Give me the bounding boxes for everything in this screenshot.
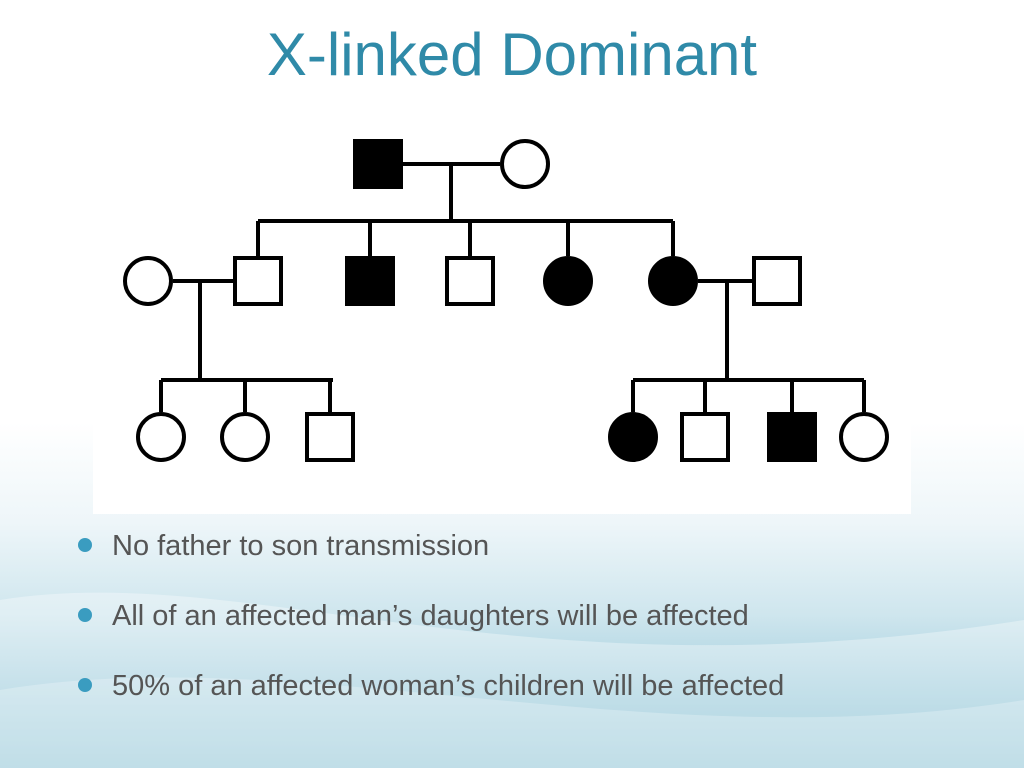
unaffected-male-symbol [752,256,802,306]
unaffected-male-symbol [680,412,730,462]
unaffected-female-symbol [839,412,889,462]
affected-female-symbol [543,256,593,306]
bullet-dot-icon [78,678,92,692]
pedigree-diagram [93,104,911,514]
bullet-item: 50% of an affected woman’s children will… [78,667,978,737]
bullet-dot-icon [78,538,92,552]
bullet-text: All of an affected man’s daughters will … [112,600,749,632]
bullet-text: 50% of an affected woman’s children will… [112,670,785,702]
bullet-list: No father to son transmission All of an … [78,527,978,737]
affected-male-symbol [767,412,817,462]
unaffected-male-symbol [233,256,283,306]
unaffected-female-symbol [220,412,270,462]
unaffected-female-symbol [123,256,173,306]
unaffected-male-symbol [445,256,495,306]
pedigree-chart [123,139,889,462]
affected-female-symbol [608,412,658,462]
bullet-item: All of an affected man’s daughters will … [78,597,978,667]
bullet-item: No father to son transmission [78,527,978,597]
affected-female-symbol [648,256,698,306]
unaffected-male-symbol [305,412,355,462]
slide-title: X-linked Dominant [266,21,758,88]
unaffected-female-symbol [500,139,550,189]
affected-male-symbol [345,256,395,306]
unaffected-female-symbol [136,412,186,462]
bullet-text: No father to son transmission [112,530,490,562]
bullet-dot-icon [78,608,92,622]
affected-male-symbol [353,139,403,189]
